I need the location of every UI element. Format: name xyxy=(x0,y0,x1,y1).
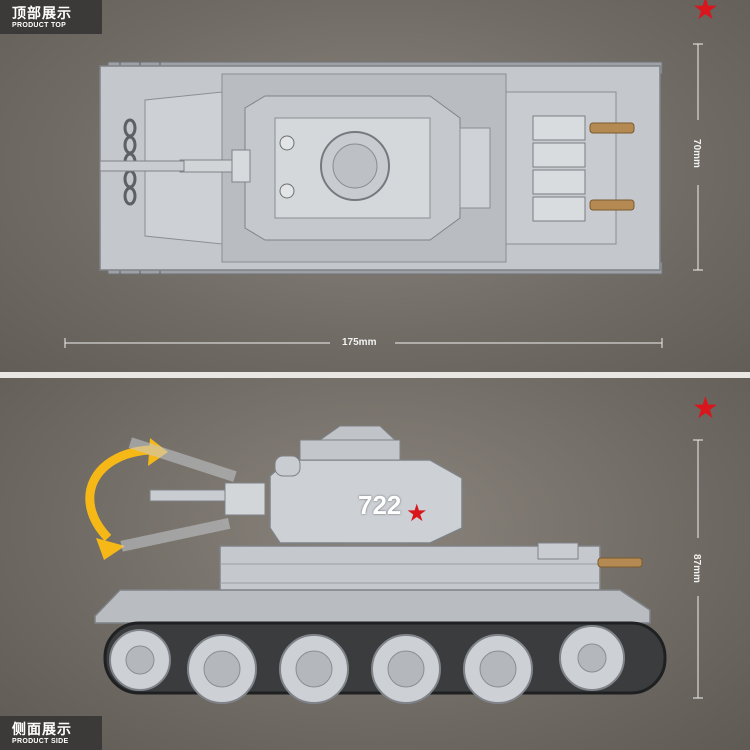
top-view-panel: 顶部展示 PRODUCT TOP ★ 175mm 70mm xyxy=(0,0,750,372)
top-height-dimension: 70mm xyxy=(690,139,702,168)
side-view-title-en: PRODUCT SIDE xyxy=(12,738,69,745)
top-view-label: 顶部展示 PRODUCT TOP xyxy=(0,0,102,34)
side-view-label: 侧面展示 PRODUCT SIDE xyxy=(0,716,102,750)
top-width-dimension: 175mm xyxy=(342,337,377,348)
side-height-dimension-line xyxy=(693,439,703,699)
red-star-icon-side: ★ xyxy=(692,392,719,425)
top-view-title-en: PRODUCT TOP xyxy=(12,22,67,29)
panel-divider xyxy=(0,372,750,378)
side-view-tank-illustration xyxy=(85,425,667,704)
side-view-title-cn: 侧面展示 xyxy=(12,721,72,737)
side-height-dimension: 87mm xyxy=(690,554,702,583)
top-view-tank-illustration xyxy=(99,61,663,275)
top-width-dimension-line xyxy=(64,43,703,348)
top-view-title-cn: 顶部展示 xyxy=(12,5,72,21)
side-view-panel: 722 ★ ★ 87mm 侧面展示 PRODUCT SIDE xyxy=(0,378,750,750)
turret-number: 722 xyxy=(358,490,402,520)
rotation-arrow-icon xyxy=(85,445,151,542)
turret-red-star-icon: ★ xyxy=(406,500,428,527)
red-star-icon: ★ xyxy=(692,0,719,26)
